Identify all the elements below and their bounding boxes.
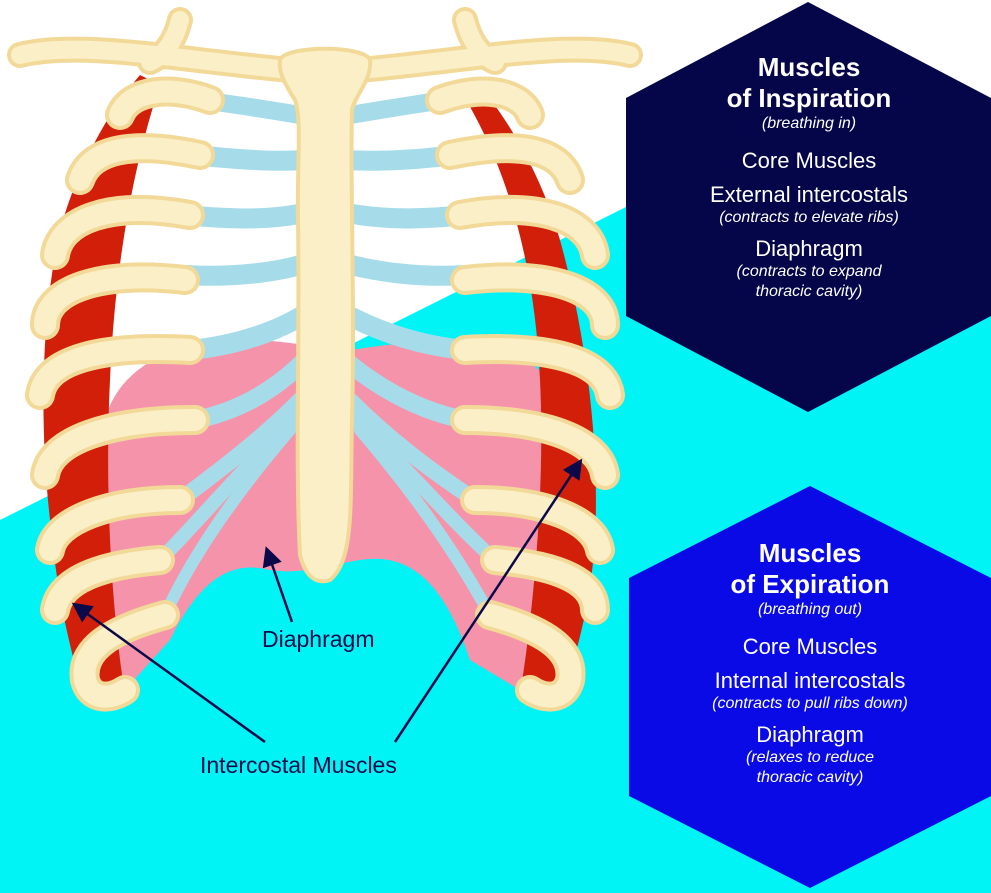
expiration-muscle-2-note-1: (relaxes to reduce — [650, 748, 970, 768]
inspiration-subtitle: (breathing in) — [650, 114, 968, 134]
inspiration-muscle-2-note-2: thoracic cavity) — [650, 282, 968, 302]
expiration-muscle-2: Diaphragm — [650, 722, 970, 748]
expiration-muscle-1-note: (contracts to pull ribs down) — [650, 694, 970, 714]
expiration-title-line1: Muscles — [650, 538, 970, 569]
intercostal-muscles-label: Intercostal Muscles — [200, 752, 397, 779]
expiration-title-line2: of Expiration — [650, 569, 970, 600]
inspiration-core-muscles: Core Muscles — [650, 148, 968, 174]
inspiration-muscle-2: Diaphragm — [650, 236, 968, 262]
expiration-core-muscles: Core Muscles — [650, 634, 970, 660]
inspiration-panel: Muscles of Inspiration (breathing in) Co… — [650, 52, 968, 302]
inspiration-muscle-1: External intercostals — [650, 182, 968, 208]
expiration-muscle-2-note-2: thoracic cavity) — [650, 768, 970, 788]
diaphragm-label: Diaphragm — [262, 626, 375, 653]
inspiration-muscle-1-note: (contracts to elevate ribs) — [650, 208, 968, 228]
inspiration-muscle-2-note-1: (contracts to expand — [650, 262, 968, 282]
expiration-muscle-1: Internal intercostals — [650, 668, 970, 694]
expiration-panel: Muscles of Expiration (breathing out) Co… — [650, 538, 970, 788]
inspiration-title-line2: of Inspiration — [650, 83, 968, 114]
expiration-subtitle: (breathing out) — [650, 600, 970, 620]
inspiration-title-line1: Muscles — [650, 52, 968, 83]
